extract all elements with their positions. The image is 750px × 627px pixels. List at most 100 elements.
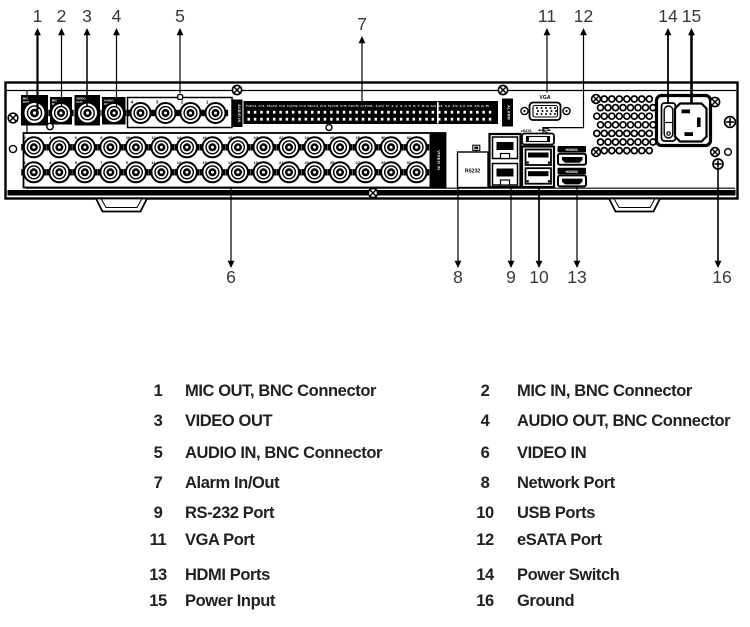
video-in-number: 5 xyxy=(75,161,77,165)
svg-text:VIDEO: VIDEO xyxy=(76,97,86,101)
screw-icon xyxy=(497,84,509,96)
bnc-connector xyxy=(378,136,404,159)
legend-number: 7 xyxy=(153,474,163,492)
callout-number: 15 xyxy=(682,6,701,26)
svg-text:MIC: MIC xyxy=(52,99,58,103)
video-in-number: 11 xyxy=(151,161,155,165)
callout-number: 4 xyxy=(112,6,122,26)
chassis-foot xyxy=(607,197,662,213)
callout-number: 2 xyxy=(57,6,67,26)
legend-number: 1 xyxy=(153,382,163,400)
legend-label: AUDIO IN, BNC Connector xyxy=(185,444,383,462)
legend-label: USB Ports xyxy=(517,504,595,522)
legend-label: Alarm In/Out xyxy=(185,474,280,492)
hole-icon xyxy=(325,123,333,132)
svg-text:OUT: OUT xyxy=(104,102,111,106)
bnc-connector xyxy=(404,136,430,159)
bnc-connector xyxy=(97,136,123,159)
svg-text:RS232: RS232 xyxy=(465,169,481,175)
audio-in-label: AUDIO IN xyxy=(232,99,243,127)
callout-number: 3 xyxy=(82,6,92,26)
audio-in-number: 3 xyxy=(156,100,159,105)
legend-number: 9 xyxy=(153,504,163,522)
power-module xyxy=(654,93,713,148)
legend-number: 14 xyxy=(476,566,494,584)
alarm-label: ALARM xyxy=(502,98,513,127)
vga-port: VGA xyxy=(520,95,571,121)
legend-number: 11 xyxy=(149,531,167,549)
audio-in-number: 4 xyxy=(131,100,134,105)
bnc-connector xyxy=(250,136,277,159)
bnc-connector xyxy=(97,161,123,184)
legend-label: RS-232 Port xyxy=(185,504,275,522)
video-in-number: 32 xyxy=(407,136,411,140)
chassis-foot xyxy=(94,197,149,213)
legend-label: VIDEO OUT xyxy=(185,412,273,430)
video-in-number: 14 xyxy=(177,136,182,140)
svg-text:HDMI2: HDMI2 xyxy=(565,169,578,174)
video-in-number: 22 xyxy=(279,136,283,140)
video-in-number: 30 xyxy=(381,136,385,140)
bnc-connector xyxy=(378,161,404,184)
hole-icon xyxy=(8,144,18,154)
alarm-terminal-strip: NO1 C1 NO2 C2 NO3 C3 NO4 C4 NO5 C5 NC5 C… xyxy=(243,101,498,124)
video-in-number: 2 xyxy=(24,136,26,140)
legend-label: Ground xyxy=(517,592,575,610)
bnc-connector xyxy=(327,136,353,159)
legend-label: VIDEO IN xyxy=(517,444,587,462)
video-in-number: 25 xyxy=(330,161,334,165)
bnc-connector xyxy=(21,136,47,159)
legend-label: Network Port xyxy=(517,474,615,492)
hdmi-port-2: HDMI2 xyxy=(557,167,587,188)
video-in-number: 18 xyxy=(228,136,232,140)
legend-number: 13 xyxy=(149,566,167,584)
bnc-connector xyxy=(352,161,379,184)
legend-row: 11 VGA Port 12 eSATA Port xyxy=(0,531,750,555)
legend-row: 9 RS-232 Port 10 USB Ports xyxy=(0,504,750,528)
legend-number: 3 xyxy=(153,412,163,430)
callout-number: 1 xyxy=(33,6,43,26)
bnc-connector xyxy=(152,102,179,124)
callout-number: 9 xyxy=(506,267,516,287)
video-in-number: 19 xyxy=(254,161,258,165)
bnc-connector xyxy=(46,161,72,184)
hole-icon xyxy=(46,122,54,131)
video-in-number: 6 xyxy=(75,136,77,140)
rs232-port: RS232 xyxy=(456,151,489,189)
network-icon xyxy=(472,144,481,153)
bnc-connector xyxy=(177,102,204,124)
bnc-connector xyxy=(199,161,226,184)
callout-number: 7 xyxy=(357,14,367,34)
bnc-connector xyxy=(404,161,430,184)
callout-number: 6 xyxy=(226,267,236,287)
svg-text:IN: IN xyxy=(52,102,55,106)
video-in-number: 16 xyxy=(202,136,206,140)
screw-icon xyxy=(709,96,721,108)
bnc-connector xyxy=(174,161,200,184)
svg-text:eSATA: eSATA xyxy=(521,129,532,133)
legend-label: AUDIO OUT, BNC Connector xyxy=(517,412,731,430)
bnc-connector xyxy=(301,161,328,184)
bnc-connector xyxy=(174,136,200,159)
video-in-number: 31 xyxy=(407,161,411,165)
legend-label: MIC IN, BNC Connector xyxy=(517,382,692,400)
video-in-number: 13 xyxy=(177,161,181,165)
screw-icon xyxy=(723,115,737,129)
bnc-connector xyxy=(225,136,251,159)
esata-port: eSATA xyxy=(521,127,555,146)
bnc-connector xyxy=(250,161,277,184)
video-in-number: 3 xyxy=(49,161,51,165)
legend-number: 4 xyxy=(480,412,490,430)
network-ports xyxy=(488,132,522,189)
hdmi-port-1: HDMI1 xyxy=(557,146,587,166)
screw-icon xyxy=(712,158,724,170)
bnc-connector xyxy=(48,102,74,124)
legend-label: eSATA Port xyxy=(517,531,602,549)
bnc-connector xyxy=(276,161,302,184)
svg-text:OUT: OUT xyxy=(76,100,83,104)
video-in-number: 29 xyxy=(381,161,385,165)
video-in-number: 15 xyxy=(202,161,206,165)
